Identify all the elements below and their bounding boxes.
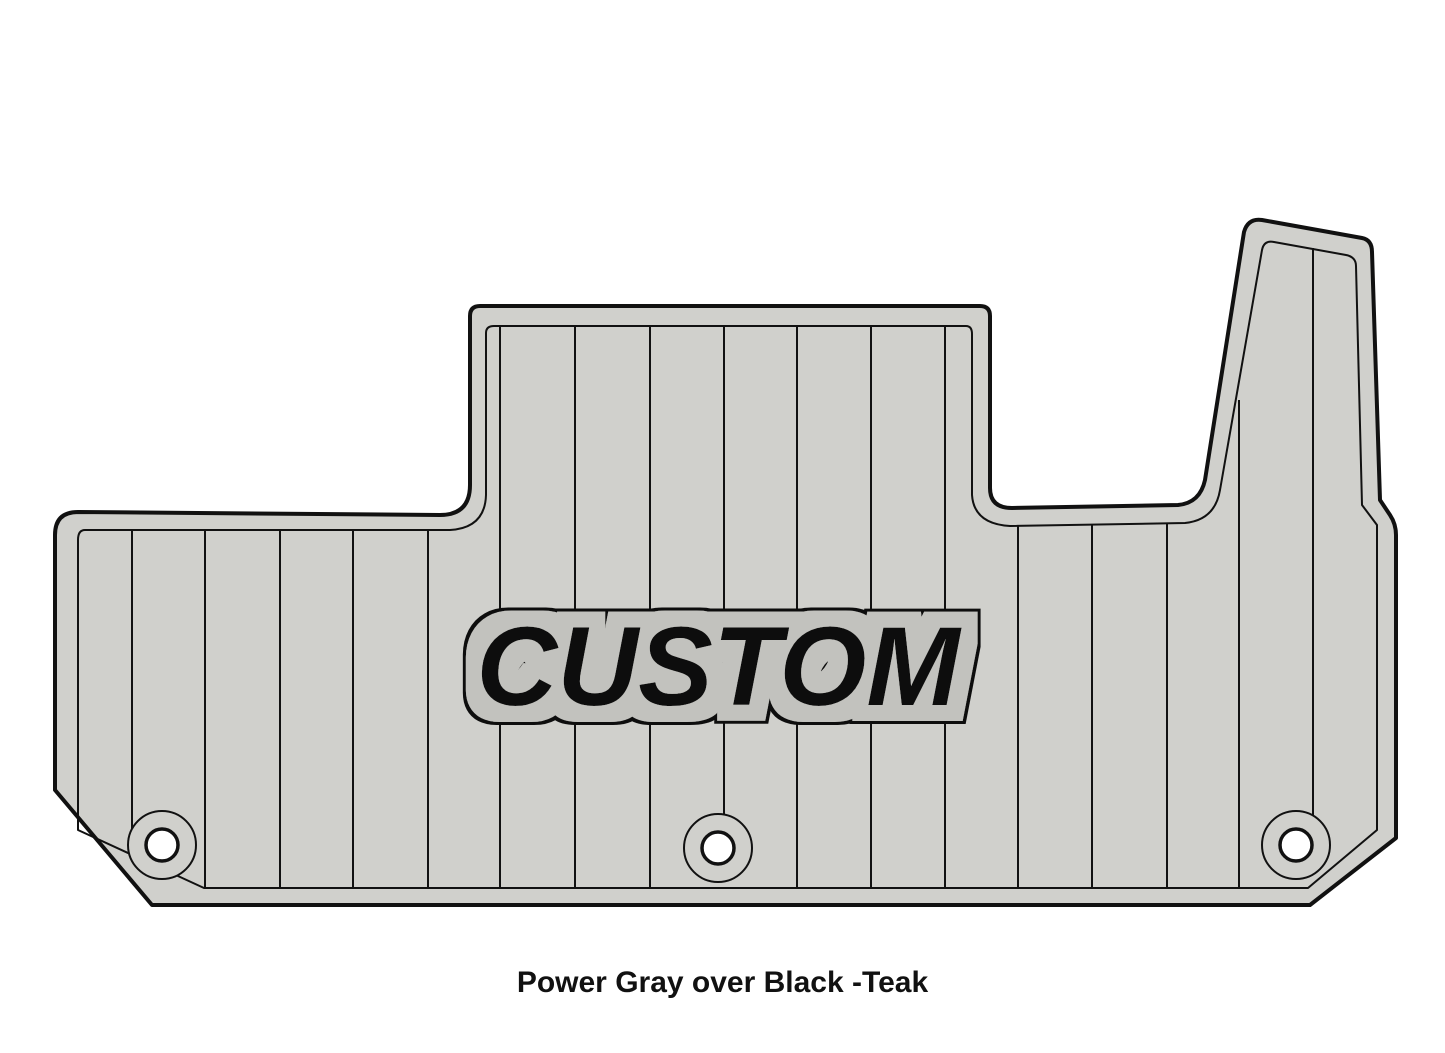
inner-groove [77,240,1378,889]
mounting-hole-center [683,813,753,883]
custom-logo: CUSTOM [476,604,962,729]
mounting-hole-right [1261,810,1331,880]
mounting-hole-left [127,810,197,880]
product-caption: Power Gray over Black -Teak [516,966,929,999]
mat-outline [53,217,1398,907]
teak-seams [131,248,1314,888]
